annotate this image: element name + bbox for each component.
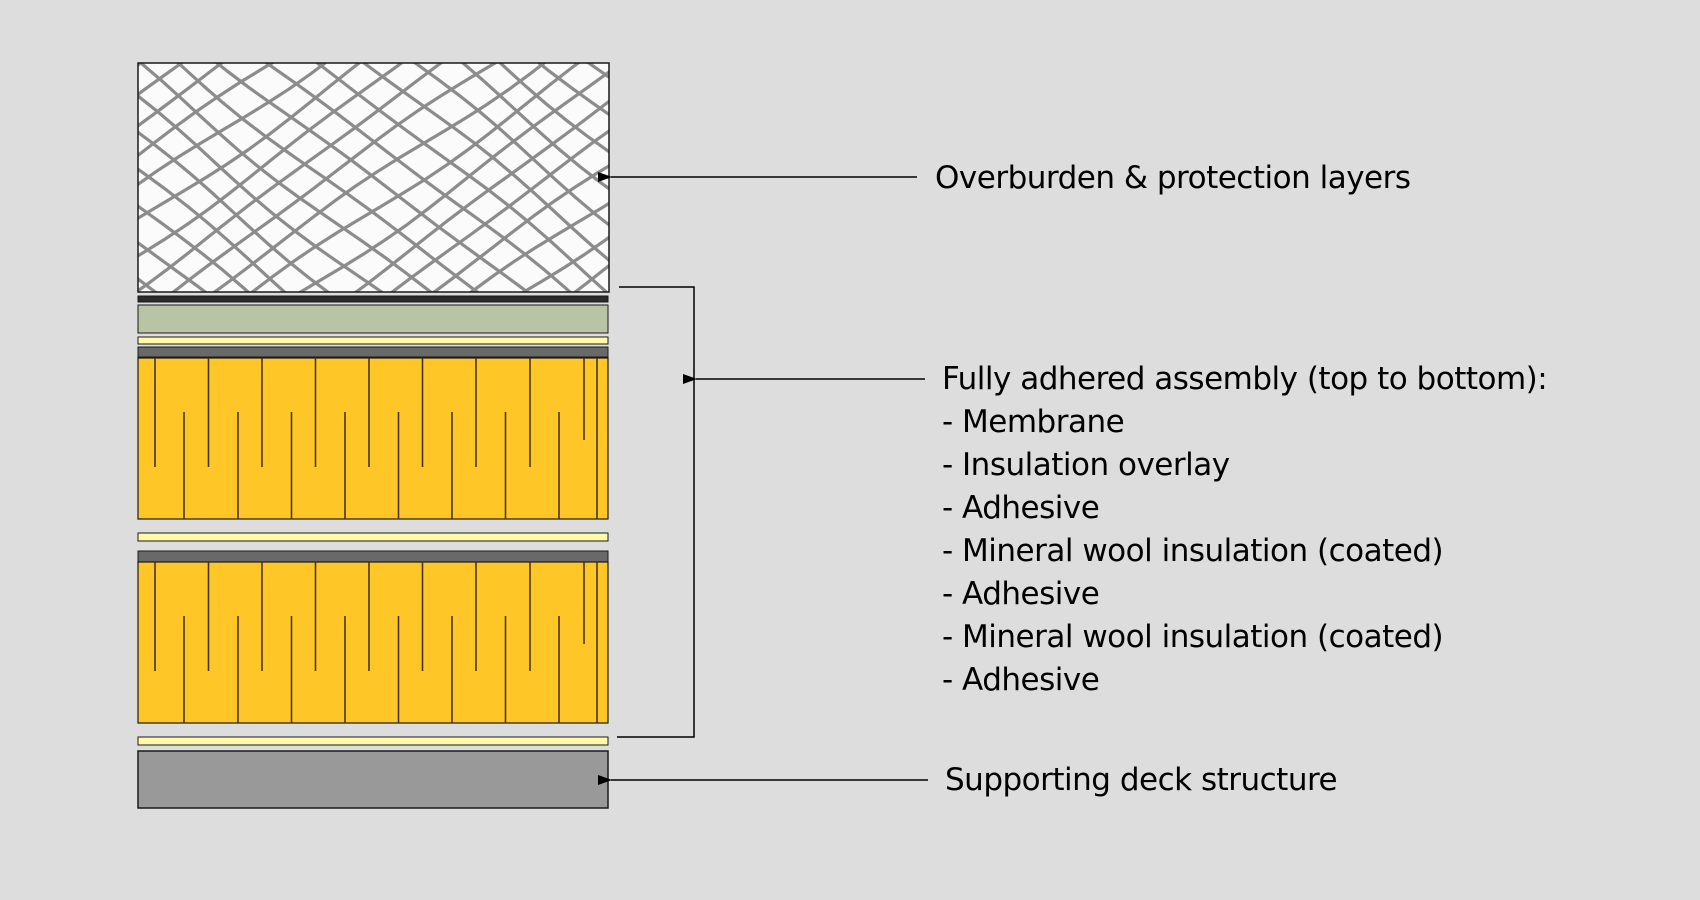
- mesh-strand: [297, 69, 609, 292]
- mesh-strand: [725, 17, 1215, 397]
- mesh-strand: [170, 63, 499, 292]
- mesh-strand: [138, 63, 444, 292]
- assembly-item-mineral-wool-1: - Mineral wool insulation (coated): [942, 533, 1444, 569]
- layer-deck: [137, 750, 609, 809]
- assembly-item-adhesive-3: - Adhesive: [942, 662, 1100, 698]
- mesh-strand: [520, 235, 609, 292]
- label-assembly: Fully adhered assembly (top to bottom): …: [942, 358, 1548, 702]
- mesh-strand: [138, 63, 362, 221]
- mesh-strand: [630, 20, 1121, 399]
- layer-mineral-wool-2: [137, 561, 609, 724]
- mesh-strand: [361, 63, 609, 263]
- mesh-strand: [676, 20, 1167, 399]
- mesh-strand: [0, 24, 59, 404]
- mesh-strand: [211, 63, 547, 292]
- mesh-strand: [0, 0, 125, 337]
- mesh-strand: [0, 21, 13, 404]
- mesh-strand: [138, 63, 434, 292]
- mesh-strand: [468, 201, 609, 292]
- layer-mineral-wool-1-coating: [137, 346, 609, 358]
- mesh-strand: [572, 263, 609, 292]
- mesh-strand: [857, 24, 1347, 404]
- mesh-strand: [536, 63, 609, 117]
- layer-adhesive-3: [137, 736, 609, 746]
- mesh-strand: [138, 130, 331, 292]
- layer-adhesive-1: [137, 336, 609, 345]
- mesh-strand: [138, 63, 328, 187]
- overburden-mesh-pattern: [0, 0, 1396, 405]
- layer-insulation-overlay: [137, 304, 609, 334]
- mesh-strand: [497, 63, 609, 154]
- layer-mineral-wool-1: [137, 357, 609, 520]
- mesh-strand: [412, 63, 609, 227]
- mesh-strand: [389, 129, 609, 292]
- mesh-strand: [583, 22, 1074, 400]
- assembly-item-adhesive-2: - Adhesive: [942, 576, 1100, 612]
- assembly-heading: Fully adhered assembly (top to bottom):: [942, 361, 1548, 397]
- mesh-strand: [771, 17, 1259, 400]
- mesh-strand: [905, 22, 1396, 400]
- assembly-bracket: [617, 286, 695, 738]
- mesh-strand: [249, 63, 581, 292]
- mesh-strand: [0, 20, 155, 399]
- mesh-strand: [0, 0, 79, 337]
- mesh-strand: [263, 63, 573, 292]
- label-deck: Supporting deck structure: [945, 762, 1338, 798]
- mesh-strand: [138, 63, 405, 258]
- mesh-strand: [431, 164, 609, 292]
- label-overburden: Overburden & protection layers: [935, 160, 1411, 196]
- assembly-item-membrane: - Membrane: [942, 404, 1125, 440]
- mesh-strand: [138, 167, 287, 292]
- layer-membrane: [137, 295, 609, 303]
- layer-mineral-wool-2-coating: [137, 550, 609, 563]
- mesh-strand: [0, 0, 36, 340]
- mesh-strand: [176, 63, 481, 292]
- mesh-strand: [138, 204, 251, 292]
- layer-adhesive-2: [137, 532, 609, 542]
- mesh-strand: [460, 63, 609, 191]
- assembly-item-insulation-overlay: - Insulation overlay: [942, 447, 1230, 483]
- mesh-strand: [214, 63, 530, 292]
- assembly-item-adhesive-1: - Adhesive: [942, 490, 1100, 526]
- assembly-item-mineral-wool-2: - Mineral wool insulation (coated): [942, 619, 1444, 655]
- mesh-strand: [0, 22, 108, 400]
- layer-overburden: [0, 0, 1396, 405]
- mesh-strand: [138, 93, 385, 292]
- mesh-strand: [813, 22, 1301, 405]
- mesh-strand: [314, 63, 609, 292]
